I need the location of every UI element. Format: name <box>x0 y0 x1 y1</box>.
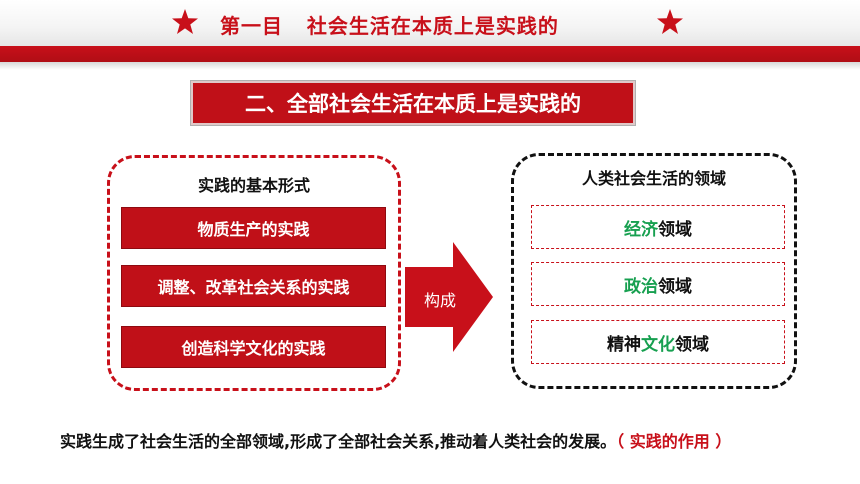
life-domains-panel <box>511 153 797 389</box>
header-band <box>0 0 860 46</box>
domain-suffix: 领域 <box>658 219 692 240</box>
practice-form-item: 调整、改革社会关系的实践 <box>121 265 386 307</box>
life-domains-heading: 人类社会生活的领域 <box>581 169 726 188</box>
page-title: 第一目 社会生活在本质上是实践的 <box>220 14 559 38</box>
star-icon <box>171 8 199 36</box>
domain-highlight: 经济 <box>624 219 658 240</box>
header-red-line <box>0 46 860 62</box>
domain-item-politics: 政治领域 <box>531 262 785 306</box>
header-shadow <box>0 62 860 70</box>
star-icon <box>656 8 684 36</box>
section-title: 二、全部社会生活在本质上是实践的 <box>191 81 635 125</box>
domain-item-economy: 经济领域 <box>531 205 785 249</box>
summary-note: （ 实践的作用 ） <box>616 432 732 451</box>
summary-line: 实践生成了社会生活的全部领域,形成了全部社会关系,推动着人类社会的发展。（ 实践… <box>60 428 850 452</box>
summary-text: 实践生成了社会生活的全部领域,形成了全部社会关系,推动着人类社会的发展。 <box>60 432 617 451</box>
practice-form-item: 物质生产的实践 <box>121 207 386 249</box>
arrow-right-icon <box>405 242 495 352</box>
domain-item-culture: 精神文化领域 <box>531 320 785 364</box>
domain-suffix: 领域 <box>675 334 709 355</box>
domain-highlight: 政治 <box>624 276 658 297</box>
domain-prefix: 精神 <box>607 334 641 355</box>
practice-forms-panel <box>107 155 401 391</box>
arrow-label: 构成 <box>423 291 456 310</box>
domain-suffix: 领域 <box>658 276 692 297</box>
practice-form-item: 创造科学文化的实践 <box>121 326 386 368</box>
practice-forms-heading: 实践的基本形式 <box>197 176 310 195</box>
domain-highlight: 文化 <box>641 334 675 355</box>
